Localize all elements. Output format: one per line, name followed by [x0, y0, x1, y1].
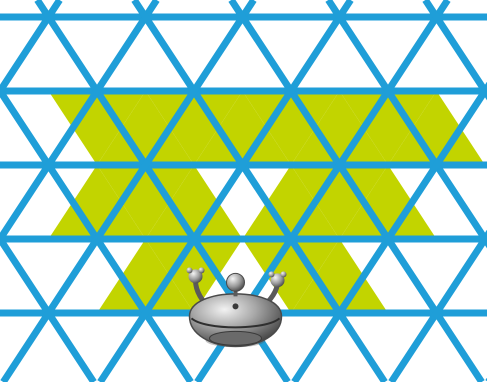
- robot-hand-right-cap: [269, 271, 275, 277]
- robot-base: [210, 331, 262, 345]
- robot-icon[interactable]: [187, 267, 287, 347]
- robot-hand-right-cap-2: [281, 271, 287, 277]
- grid-line-diagonal: [391, 0, 487, 382]
- robot-hand-left-cap: [187, 267, 193, 273]
- robot-eye: [233, 303, 239, 309]
- grid-line-diagonal: [0, 0, 94, 382]
- robot-head: [227, 273, 245, 291]
- robot-hand-left-cap-2: [199, 267, 205, 273]
